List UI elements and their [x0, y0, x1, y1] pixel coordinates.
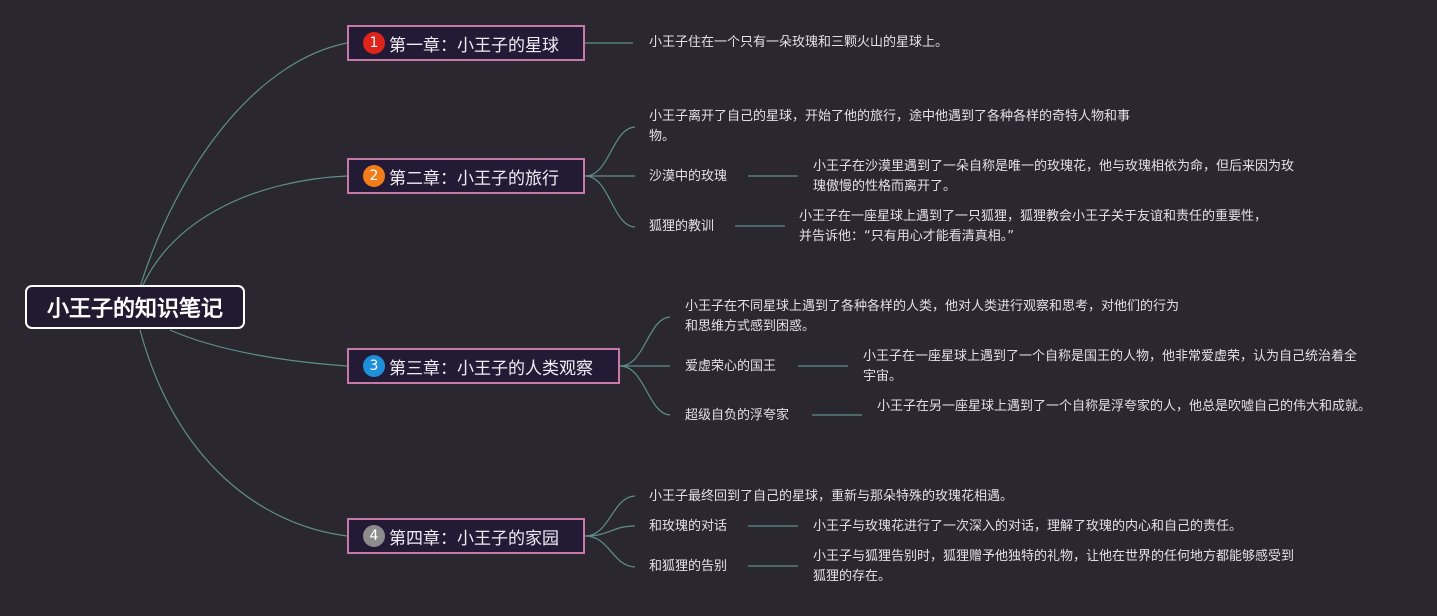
connector-ch3-summary [619, 316, 671, 367]
root-node[interactable]: 小王子的知识笔记 [25, 285, 245, 329]
chapter-1-node[interactable]: 1 第一章：小王子的星球 [347, 25, 585, 61]
chapter-4-item-2-detail[interactable]: 小王子与狐狸告别时，狐狸赠予他独特的礼物，让他在世界的任何地方都能够感受到狐狸的… [813, 549, 1295, 584]
chapter-4-node[interactable]: 4 第四章：小王子的家园 [347, 518, 585, 554]
chapter-2-item-1-label[interactable]: 沙漠中的玫瑰 [649, 169, 728, 184]
connector-root-ch1 [139, 42, 348, 288]
chapter-3-node[interactable]: 3 第三章：小王子的人类观察 [347, 348, 620, 384]
chapter-2-summary[interactable]: 小王子离开了自己的星球，开始了他的旅行，途中他遇到了各种各样的奇特人物和事物。 [649, 109, 1131, 144]
chapter-2-number-badge: 2 [363, 165, 385, 187]
connector-ch3-item2 [619, 365, 671, 416]
chapter-2-item-2-label[interactable]: 狐狸的教训 [649, 219, 715, 234]
chapter-4-item-1-label[interactable]: 和玫瑰的对话 [649, 519, 728, 534]
chapter-4-number-badge: 4 [363, 525, 385, 547]
chapter-1-number-badge: 1 [363, 32, 385, 54]
chapter-2-item-2-detail[interactable]: 小王子在一座星球上遇到了一只狐狸，狐狸教会小王子关于友谊和责任的重要性，并告诉他… [799, 209, 1268, 244]
chapter-4-title: 第四章：小王子的家园 [389, 528, 559, 549]
chapter-2-title: 第二章：小王子的旅行 [389, 168, 559, 189]
chapter-2-item-1-detail[interactable]: 小王子在沙漠里遇到了一朵自称是唯一的玫瑰花，他与玫瑰相依为命，但后来因为玫瑰傲慢… [813, 159, 1295, 194]
connector-ch4-item2 [584, 535, 636, 568]
root-title: 小王子的知识笔记 [46, 297, 223, 322]
chapter-4-summary[interactable]: 小王子最终回到了自己的星球，重新与那朵特殊的玫瑰花相遇。 [649, 489, 1014, 504]
chapter-3-summary[interactable]: 小王子在不同星球上遇到了各种各样的人类，他对人类进行观察和思考，对他们的行为和思… [685, 299, 1180, 334]
connector-root-ch2 [141, 175, 348, 288]
chapter-4-item-1-detail[interactable]: 小王子与玫瑰花进行了一次深入的对话，理解了玫瑰的内心和自己的责任。 [813, 519, 1243, 534]
chapter-4-item-2-label[interactable]: 和狐狸的告别 [649, 559, 728, 574]
chapter-3-title: 第三章：小王子的人类观察 [389, 358, 593, 379]
connector-ch2-summary [584, 126, 636, 177]
connector-ch4-item1 [584, 525, 636, 537]
connector-ch4-summary [584, 495, 636, 537]
chapter-3-item-1-detail[interactable]: 小王子在一座星球上遇到了一个自称是国王的人物，他非常爱虚荣，认为自己统治着全宇宙… [863, 349, 1358, 384]
chapter-3-number-badge: 3 [363, 355, 385, 377]
connector-root-ch3 [169, 329, 348, 367]
chapter-2-node[interactable]: 2 第二章：小王子的旅行 [347, 158, 585, 194]
chapter-1-summary[interactable]: 小王子住在一个只有一朵玫瑰和三颗火山的星球上。 [649, 35, 949, 50]
connector-root-ch4 [139, 329, 348, 537]
chapter-3-item-2-detail[interactable]: 小王子在另一座星球上遇到了一个自称是浮夸家的人，他总是吹嘘自己的伟大和成就。 [877, 399, 1372, 414]
chapter-1-title: 第一章：小王子的星球 [389, 35, 559, 56]
connector-ch2-item2 [584, 175, 636, 228]
chapter-3-item-2-label[interactable]: 超级自负的浮夸家 [685, 408, 790, 423]
chapter-3-item-1-label[interactable]: 爱虚荣心的国王 [685, 359, 777, 374]
